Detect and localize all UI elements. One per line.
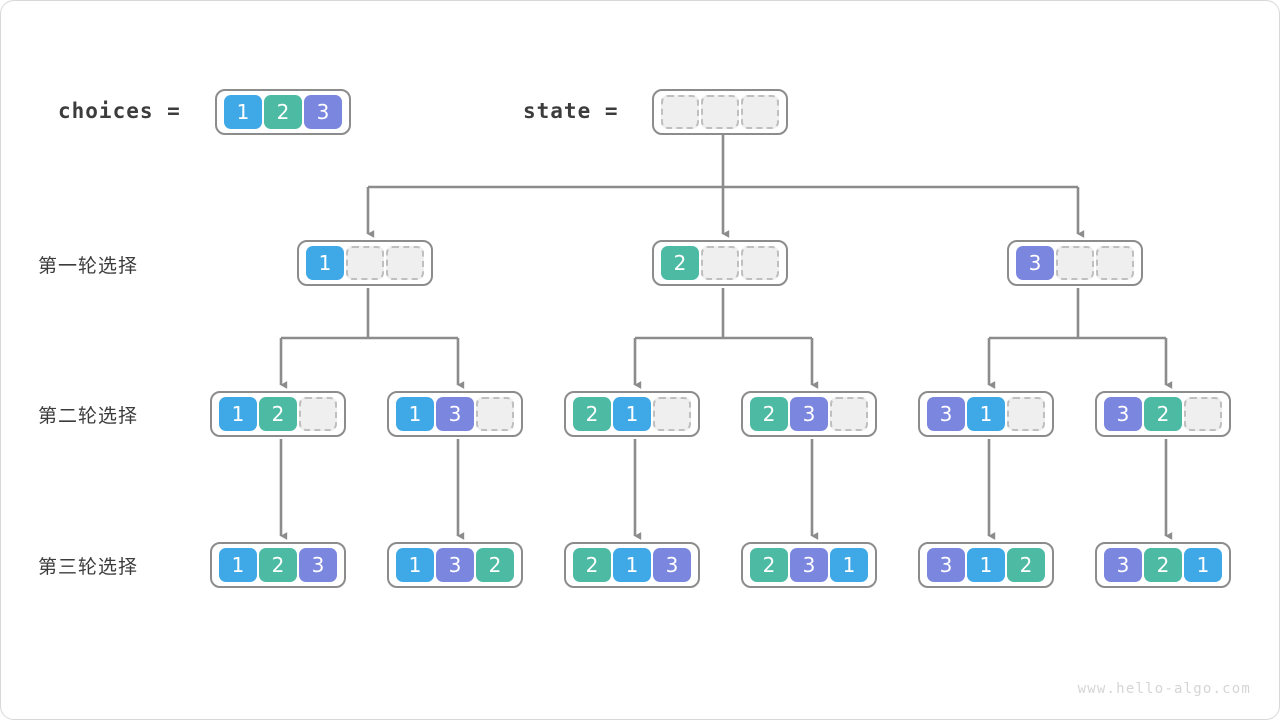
array-cell-filled: 1 bbox=[967, 397, 1005, 431]
state-label: state = bbox=[523, 99, 619, 123]
array-cell-filled: 3 bbox=[653, 548, 691, 582]
array-cell-filled: 1 bbox=[396, 548, 434, 582]
array-cell-empty bbox=[1096, 246, 1134, 280]
array-cell-filled: 2 bbox=[259, 548, 297, 582]
array-cell-filled: 3 bbox=[927, 397, 965, 431]
array-cell-filled: 1 bbox=[613, 548, 651, 582]
choices-label: choices = bbox=[58, 99, 181, 123]
array-cell-filled: 2 bbox=[1144, 548, 1182, 582]
array-cell-filled: 1 bbox=[306, 246, 344, 280]
array-cell-empty bbox=[299, 397, 337, 431]
array-cell-filled: 3 bbox=[927, 548, 965, 582]
array-cell-filled: 1 bbox=[830, 548, 868, 582]
array-cell-filled: 3 bbox=[1016, 246, 1054, 280]
array-cell-filled: 1 bbox=[224, 95, 262, 129]
array-cell-empty bbox=[1056, 246, 1094, 280]
array-cell-empty bbox=[701, 246, 739, 280]
array-cell-filled: 2 bbox=[1007, 548, 1045, 582]
array-cell-filled: 1 bbox=[1184, 548, 1222, 582]
array-cell-filled: 3 bbox=[790, 548, 828, 582]
array-cell-filled: 2 bbox=[1144, 397, 1182, 431]
array-cell-empty bbox=[701, 95, 739, 129]
array-cell-filled: 3 bbox=[436, 397, 474, 431]
array-cell-filled: 1 bbox=[219, 548, 257, 582]
array-cell-filled: 3 bbox=[299, 548, 337, 582]
array-cell-filled: 2 bbox=[750, 548, 788, 582]
array-cell-empty bbox=[1007, 397, 1045, 431]
round1-array-0: 1 bbox=[297, 240, 433, 286]
round1-array-1: 2 bbox=[652, 240, 788, 286]
array-cell-filled: 3 bbox=[1104, 397, 1142, 431]
array-cell-empty bbox=[741, 246, 779, 280]
array-cell-empty bbox=[653, 397, 691, 431]
array-cell-empty bbox=[476, 397, 514, 431]
array-cell-filled: 3 bbox=[304, 95, 342, 129]
array-cell-filled: 3 bbox=[790, 397, 828, 431]
array-cell-filled: 2 bbox=[476, 548, 514, 582]
array-cell-filled: 2 bbox=[573, 397, 611, 431]
row-label-round-2: 第二轮选择 bbox=[38, 405, 139, 427]
array-cell-filled: 3 bbox=[436, 548, 474, 582]
array-cell-empty bbox=[346, 246, 384, 280]
array-cell-empty bbox=[386, 246, 424, 280]
array-cell-filled: 1 bbox=[219, 397, 257, 431]
round1-array-2: 3 bbox=[1007, 240, 1143, 286]
array-cell-filled: 2 bbox=[750, 397, 788, 431]
array-cell-filled: 2 bbox=[264, 95, 302, 129]
array-cell-empty bbox=[741, 95, 779, 129]
row-label-round-3: 第三轮选择 bbox=[38, 556, 139, 578]
array-cell-empty bbox=[661, 95, 699, 129]
array-cell-filled: 1 bbox=[967, 548, 1005, 582]
state-array bbox=[652, 89, 788, 135]
array-cell-empty bbox=[830, 397, 868, 431]
array-cell-filled: 1 bbox=[396, 397, 434, 431]
array-cell-filled: 2 bbox=[573, 548, 611, 582]
watermark: www.hello-algo.com bbox=[1077, 681, 1251, 697]
array-cell-filled: 2 bbox=[259, 397, 297, 431]
array-cell-filled: 1 bbox=[613, 397, 651, 431]
array-cell-filled: 3 bbox=[1104, 548, 1142, 582]
array-cell-filled: 2 bbox=[661, 246, 699, 280]
array-cell-empty bbox=[1184, 397, 1222, 431]
row-label-round-1: 第一轮选择 bbox=[38, 255, 139, 277]
